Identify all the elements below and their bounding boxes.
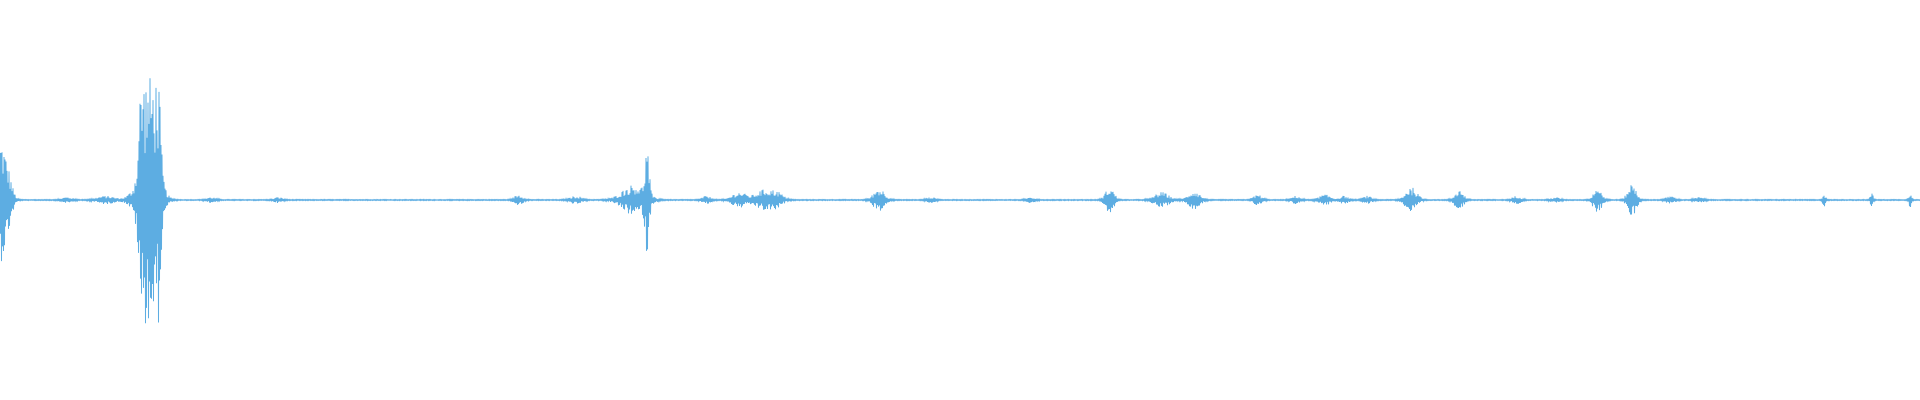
waveform-trace	[0, 78, 1920, 324]
